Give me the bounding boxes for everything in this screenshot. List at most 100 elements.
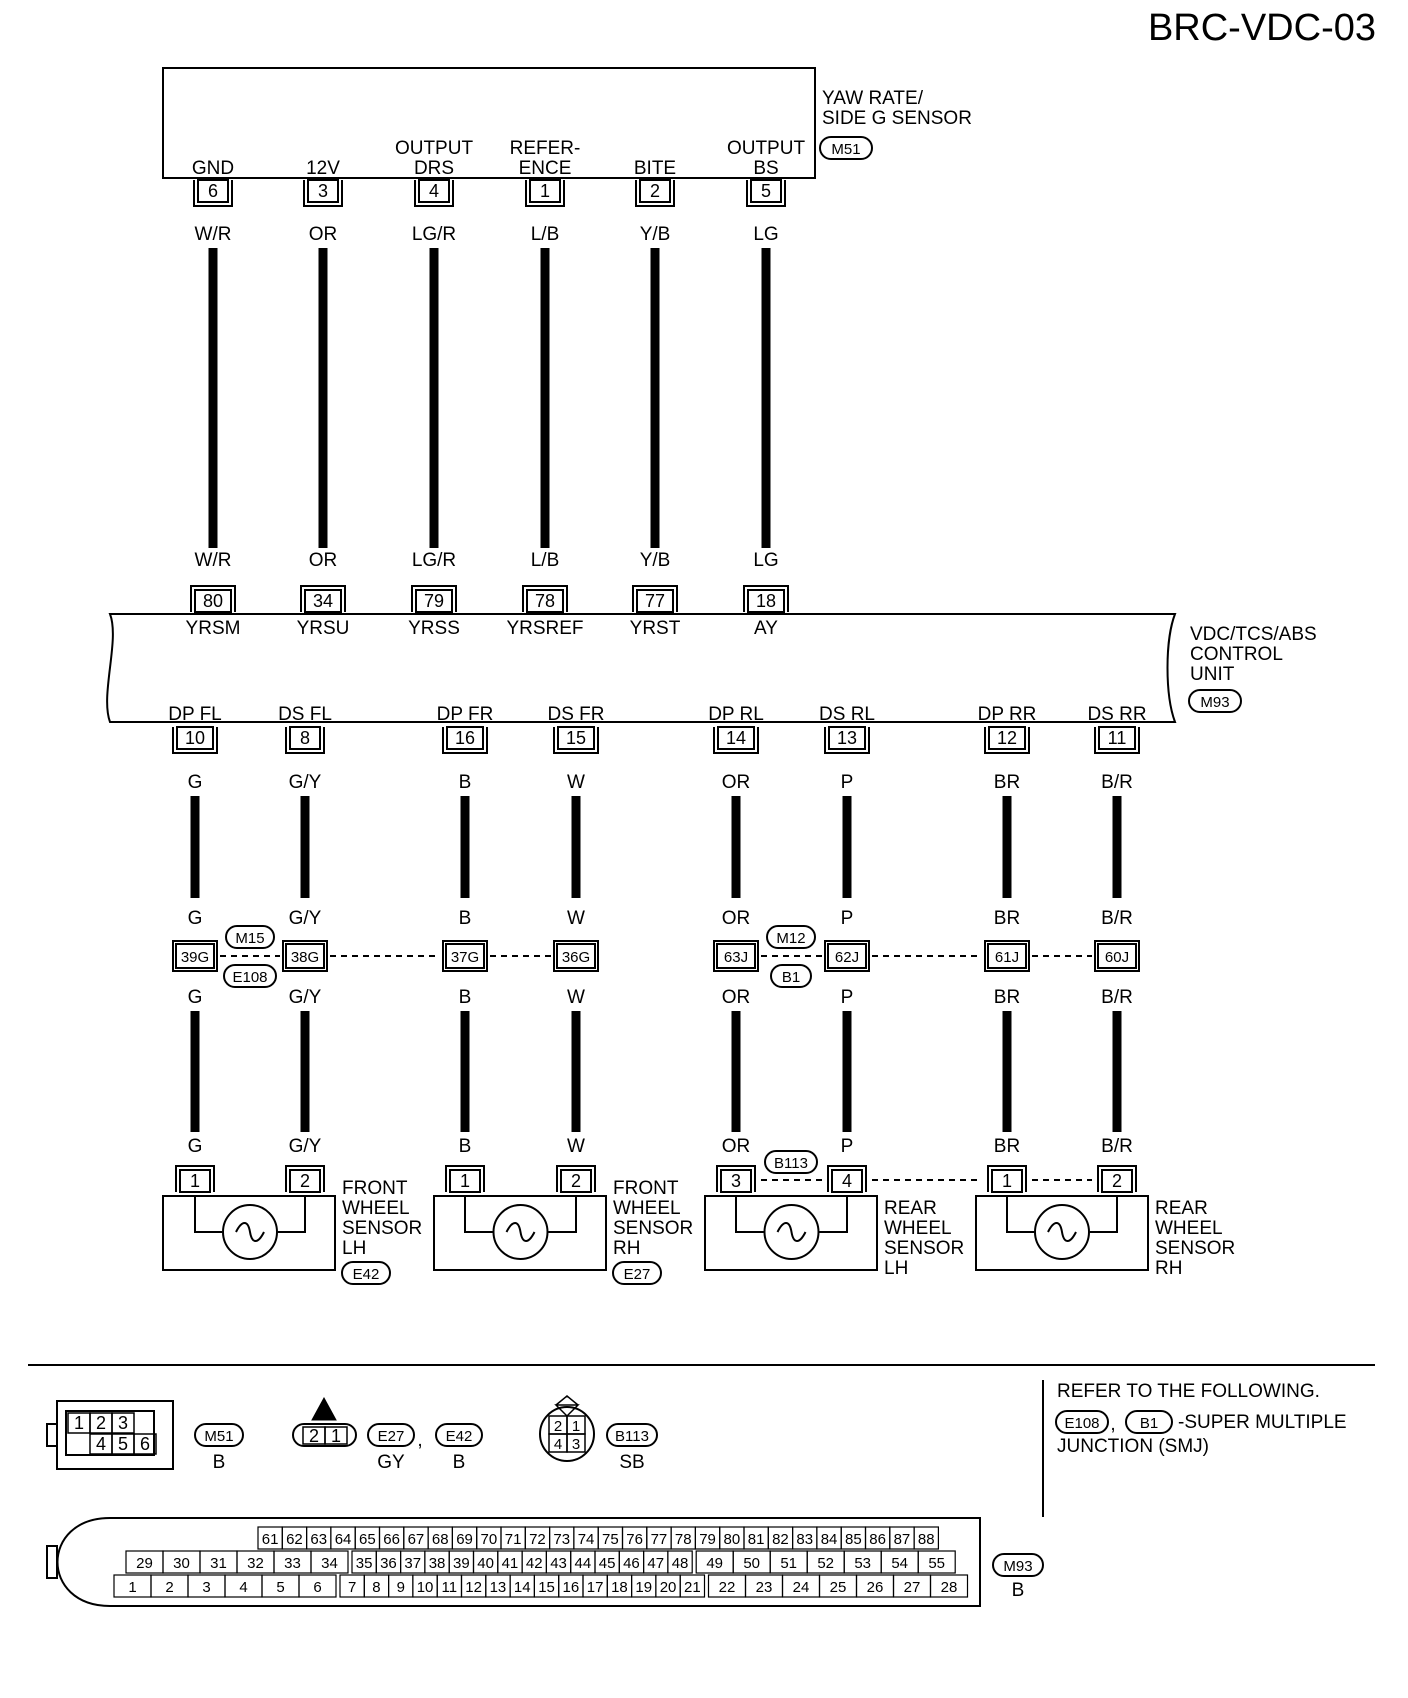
sensor-coil-lead [194,1196,306,1233]
wire-color-label: BR [994,1136,1020,1157]
wheel-sensor-name: WHEEL [613,1198,681,1219]
m93-connector-face [56,1517,981,1607]
wheel-sensor-name: LH [342,1238,366,1259]
junction-pin: 61J [995,949,1019,966]
yaw-sensor-connector: M51 [831,141,860,158]
m93-pin: 29 [136,1555,153,1572]
m93-pin: 40 [477,1555,494,1572]
wire-color-label: LG/R [412,224,456,245]
m51-connector-latch [46,1423,58,1447]
wheel-sensor-name: SENSOR [1155,1238,1235,1259]
sensor-pin-number-box [831,1169,863,1193]
wire-color-label: G [188,1136,203,1157]
m93-pin: 32 [247,1555,264,1572]
m93-pin: 78 [675,1531,692,1548]
wire-color-label: OR [722,908,751,929]
m93-pin: 27 [904,1579,921,1596]
control-unit-pin-function: DS RL [819,704,875,725]
sine-wave-icon [505,1222,536,1242]
m93-pin-cell [667,1550,693,1574]
legend-b113-id-outline [606,1423,658,1447]
refer-e108-id-outline [1055,1410,1109,1434]
control-unit-pin-function: AY [754,618,778,639]
wire-color-label: G [188,772,203,793]
sensor-pin-number-bracket [827,1165,867,1192]
wheel-sensor-body [433,1195,607,1271]
b113-key-icon [554,1395,580,1418]
wheel-sensor-name: WHEEL [884,1218,952,1239]
wheel-sensor-name: FRONT [613,1178,679,1199]
junction-box [445,943,485,969]
b113-pin: 2 [554,1418,562,1435]
legend-e27-id-outline [367,1423,415,1447]
legend-b113-id: B113 [615,1428,649,1445]
wire-color-label: W [567,987,585,1008]
front-rh-sensor-connector-outline [612,1261,662,1285]
wheel-sensor-name: REAR [1155,1198,1208,1219]
m93-pin: 28 [941,1579,958,1596]
legend-e42-id-outline [435,1423,483,1447]
control-unit-pin-number: 15 [566,728,586,748]
sensor-coil-icon [222,1204,278,1260]
m93-pin: 87 [894,1531,911,1548]
control-unit-pin-number-box [636,589,674,613]
control-unit-pin-number-box [828,726,866,750]
m93-pin: 42 [526,1555,543,1572]
m93-pin: 17 [587,1579,604,1596]
m93-pin-cell [298,1574,337,1598]
m93-pin: 39 [453,1555,470,1572]
yaw-pin-function: BS [753,158,778,179]
m93-pin: 73 [553,1531,570,1548]
e27-key-triangle-icon [311,1396,337,1421]
wire-color-label: W/R [195,550,232,571]
control-unit-pin-function: YRSM [186,618,241,639]
wire-color-label: B/R [1101,908,1133,929]
m93-pin-cell [679,1574,706,1598]
yaw-pin-function: REFER- [510,138,581,159]
control-unit-pin-number-box [1098,726,1136,750]
wire-color-label: LG [753,224,778,245]
m93-pin: 38 [429,1555,446,1572]
m93-pin: 25 [830,1579,847,1596]
m93-pin: 15 [538,1579,555,1596]
junction-box [556,943,596,969]
sensor-coil-icon [492,1204,549,1260]
sensor-coil-icon [763,1204,820,1260]
yaw-pin-number: 1 [540,181,550,201]
m93-pin: 75 [602,1531,619,1548]
junction-pin: 36G [562,949,590,966]
m51-pin: 3 [118,1413,128,1433]
wire-color-label: BR [994,772,1020,793]
junction-box [175,943,215,969]
refer-b1-id: B1 [1140,1415,1158,1432]
b113-pin: 1 [572,1418,580,1435]
wire-color-label: G [188,987,203,1008]
legend-m51-id: M51 [204,1428,233,1445]
yaw-pin-number: 2 [650,181,660,201]
m93-pin: 36 [380,1555,397,1572]
m93-pin: 44 [575,1555,592,1572]
yaw-pin-number-bracket [193,180,233,207]
sensor-pin-number: 2 [1112,1171,1122,1191]
sensor-pin-number-bracket [175,1165,215,1192]
yaw-sensor-name: YAW RATE/ [822,88,924,109]
m93-pin: 34 [321,1555,338,1572]
b113-connector-face [539,1406,595,1462]
m93-pin: 7 [348,1579,356,1596]
m93-pin-cell [917,1550,956,1574]
control-unit-pin-number-box [304,589,342,613]
refer-note-line1: REFER TO THE FOLLOWING. [1057,1381,1320,1402]
yaw-pin-number-box [418,179,450,203]
control-unit-pin-number-box [194,589,232,613]
m93-pin: 52 [817,1555,834,1572]
wire-color-label: BR [994,987,1020,1008]
junction-connector-id: M12 [776,930,805,947]
control-unit-pin-function: YRST [630,618,681,639]
sensor-pin-number-box [179,1169,211,1193]
m51-pin: 5 [118,1434,128,1454]
wheel-sensor-body [704,1195,878,1271]
m93-pin: 5 [276,1579,284,1596]
wire-color-label: W [567,1136,585,1157]
m93-pin: 55 [928,1555,945,1572]
control-unit-pin-number-box [526,589,564,613]
